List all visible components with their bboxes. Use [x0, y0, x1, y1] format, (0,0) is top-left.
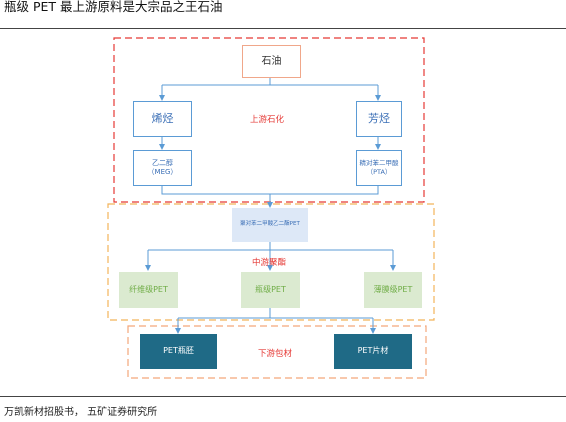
downstream-branch-connector — [178, 308, 373, 319]
midstream-section-frame — [107, 203, 435, 321]
aromatics-node: 芳烃 — [356, 101, 402, 137]
pet-resin-node: 聚对苯二甲酸乙二酯PET — [232, 208, 308, 242]
grade-branch-connector — [148, 242, 393, 251]
film-grade-node: 薄膜级PET — [364, 272, 422, 308]
pet-sheet-node: PET片材 — [334, 334, 412, 369]
header-divider — [0, 28, 566, 29]
page-title: 瓶级 PET 最上游原料是大宗品之王石油 — [4, 0, 223, 14]
olefins-node: 烯烃 — [133, 101, 192, 137]
crude-oil-node: 石油 — [242, 45, 301, 78]
source-note: 万凯新材招股书， 五矿证券研究所 — [4, 407, 158, 418]
oil-branch-connector — [162, 78, 378, 86]
meg-node: 乙二醇 （MEG） — [133, 150, 192, 186]
fiber-grade-node: 纤维级PET — [119, 272, 178, 308]
downstream-section-frame — [127, 325, 427, 379]
pta-node: 精对苯二甲酸 （PTA） — [356, 150, 402, 186]
pet-bottle-preform-node: PET瓶胚 — [140, 334, 217, 369]
bottle-grade-node: 瓶级PET — [241, 272, 300, 308]
downstream-section-label: 下游包材 — [258, 349, 293, 359]
midstream-section-label: 中游聚酯 — [252, 258, 287, 268]
merge-connector — [161, 186, 379, 195]
footer-divider — [0, 396, 566, 397]
upstream-section-label: 上游石化 — [250, 115, 285, 125]
